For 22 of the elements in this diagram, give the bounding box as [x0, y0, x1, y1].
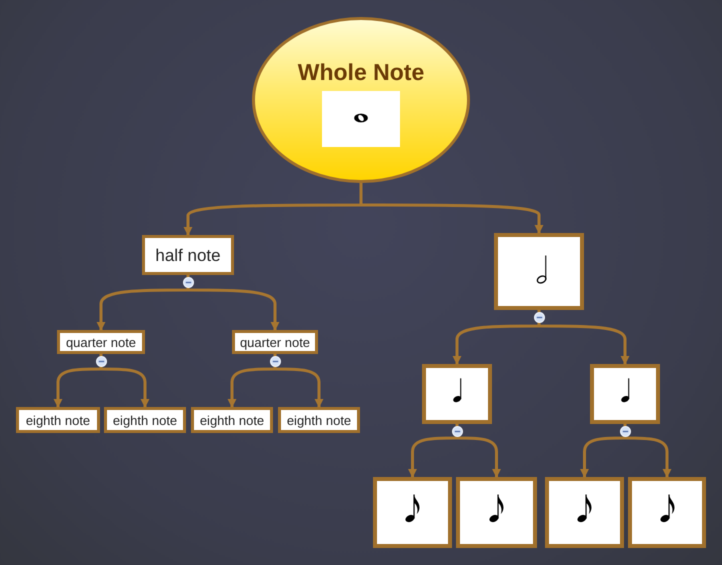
- note-label: eighth note: [26, 414, 90, 426]
- picture-frame: [545, 477, 624, 548]
- note-label: eighth note: [200, 414, 264, 426]
- note-label: quarter note: [240, 336, 310, 348]
- note-box: [232, 330, 318, 354]
- picture-frame: [494, 233, 584, 310]
- note-label: eighth note: [286, 414, 352, 426]
- picture-frame: [456, 477, 537, 548]
- picture-frame: [590, 364, 660, 424]
- picture-frame: [422, 364, 492, 424]
- note-label: quarter note: [66, 336, 136, 348]
- note-box: [191, 407, 273, 433]
- picture-frame: [373, 477, 452, 548]
- note-label: eighth note: [112, 414, 178, 426]
- note-box: [104, 407, 186, 433]
- note-label: half note: [155, 246, 221, 264]
- note-box: [16, 407, 100, 433]
- note-box: [278, 407, 360, 433]
- picture-frame: [628, 477, 706, 548]
- note-box: [57, 330, 145, 354]
- title-text: Whole Note: [298, 60, 424, 86]
- note-box: [142, 235, 234, 275]
